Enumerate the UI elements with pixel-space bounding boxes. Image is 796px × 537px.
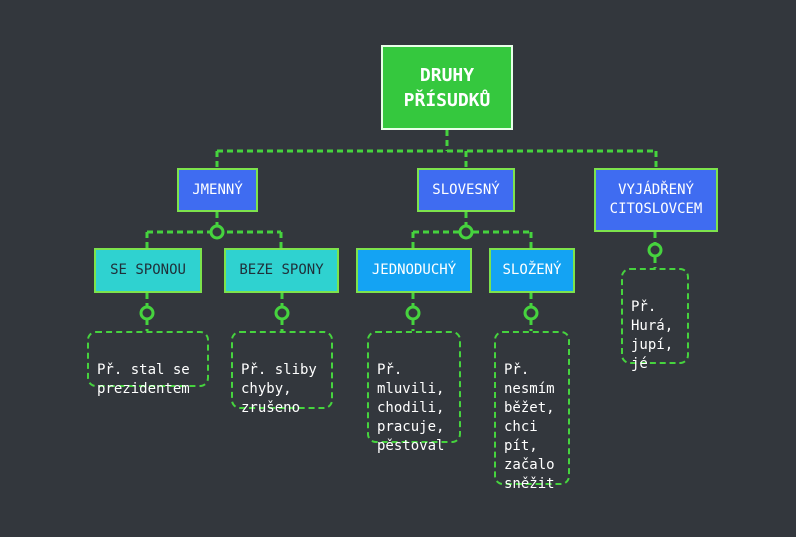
example-jednoduchy: Př. mluvili, chodili, pracuje, pěstoval [367, 331, 461, 454]
subcategory-slozeny: SLOŽENÝ [489, 248, 575, 293]
junction-se-sponou [139, 305, 155, 321]
junction-jmenny [209, 224, 225, 240]
subcategory-jednoduchy: JEDNODUCHÝ [356, 248, 472, 293]
root-node: DRUHY PŘÍSUDKŮ [381, 45, 513, 130]
category-slovesny: SLOVESNÝ [417, 168, 515, 212]
example-slozeny: Př. nesmím běžet, chci pít, začalo sněži… [494, 331, 570, 492]
example-text: Př. nesmím běžet, chci pít, začalo sněži… [504, 362, 555, 492]
example-text: Př. mluvili, chodili, pracuje, pěstoval [377, 362, 445, 454]
example-beze-spony: Př. sliby chyby, zrušeno [231, 331, 333, 416]
example-text: Př. stal se prezidentem [97, 362, 190, 397]
category-citoslovce: VYJÁDŘENÝ CITOSLOVCEM [594, 168, 718, 232]
subcategory-se-sponou: SE SPONOU [94, 248, 202, 293]
junction-citoslovce [647, 242, 663, 258]
subcategory-beze-spony: BEZE SPONY [224, 248, 339, 293]
junction-slozeny [523, 305, 539, 321]
category-jmenny: JMENNÝ [177, 168, 258, 212]
junction-slovesny [458, 224, 474, 240]
example-text: Př. Hurá, jupí, jé [631, 299, 674, 372]
example-text: Př. sliby chyby, zrušeno [241, 362, 317, 416]
junction-beze-spony [274, 305, 290, 321]
junction-jednoduchy [405, 305, 421, 321]
example-se-sponou: Př. stal se prezidentem [87, 331, 209, 397]
example-citoslovce: Př. Hurá, jupí, jé [621, 268, 689, 372]
